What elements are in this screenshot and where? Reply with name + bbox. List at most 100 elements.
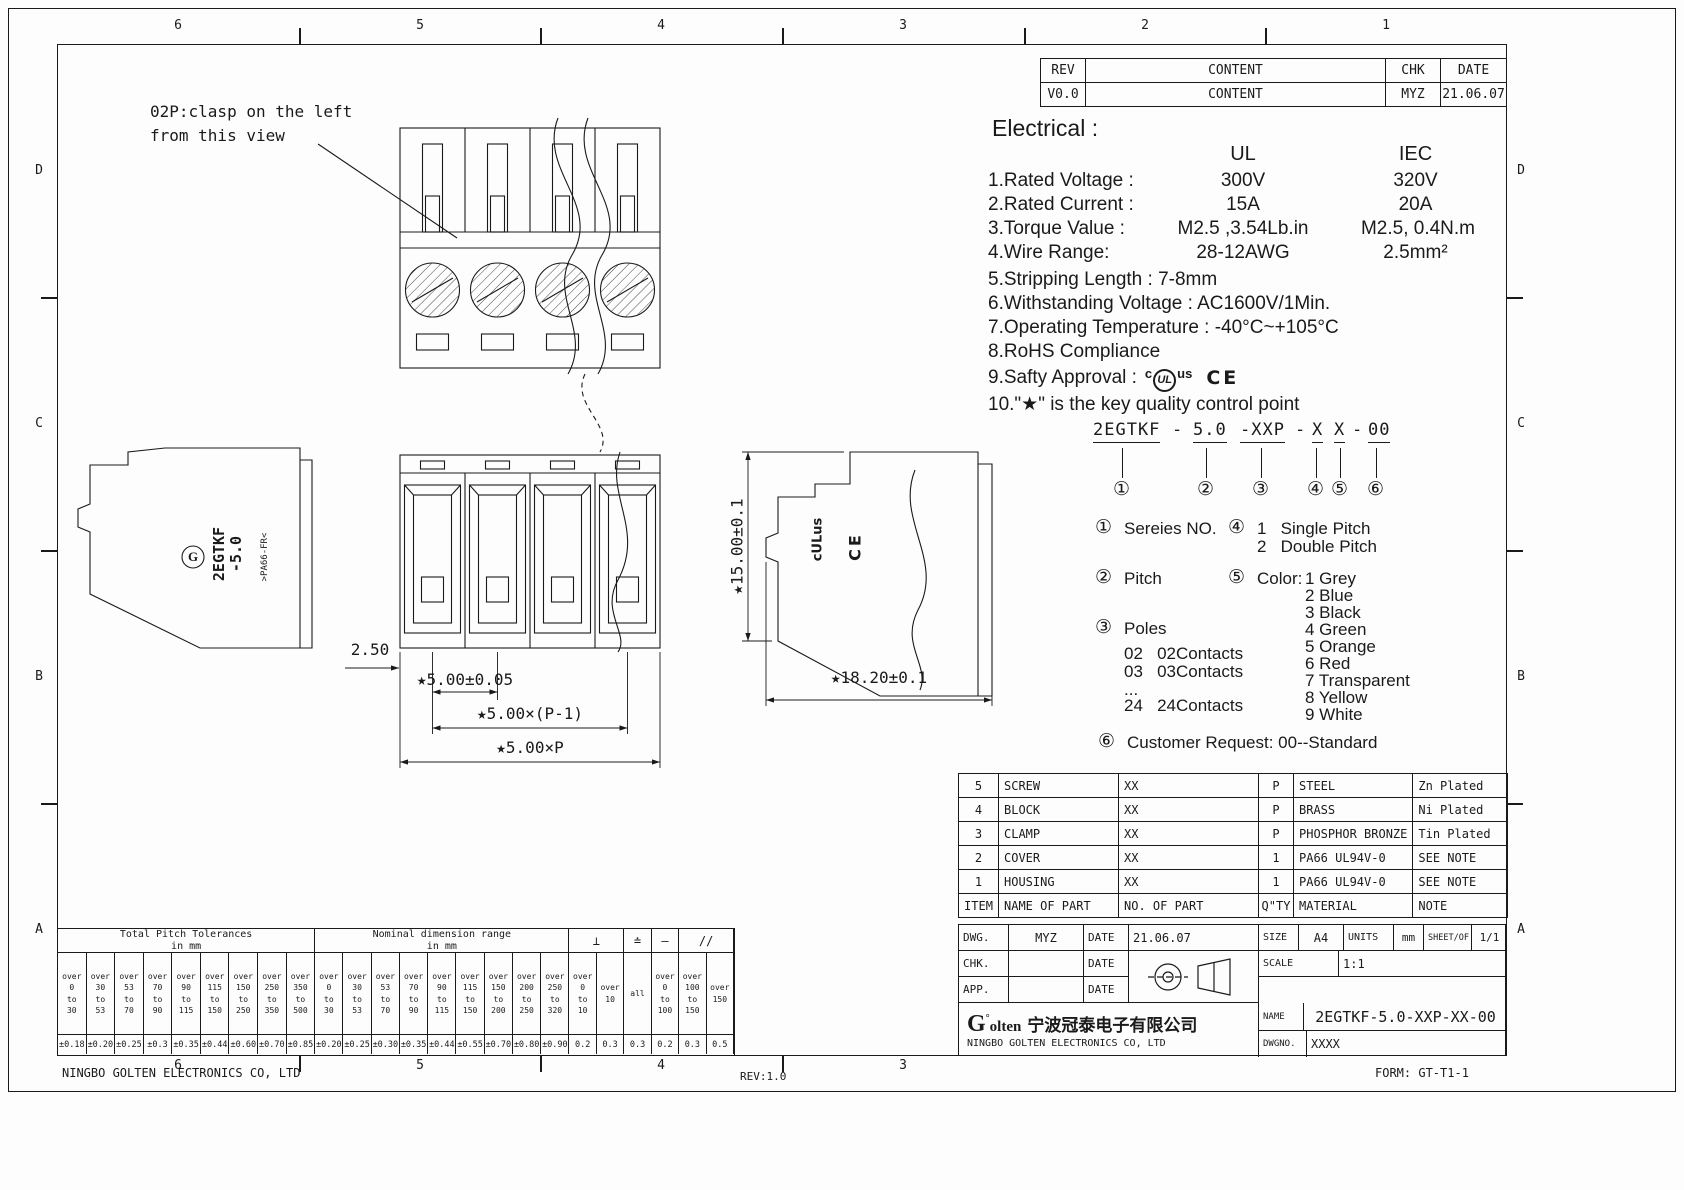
ruler-col: 6 [174,18,182,33]
ce-mark-icon: CE [845,532,865,561]
geo-range: over 0 to 10 [569,953,597,1035]
column-header-ul: UL [1230,143,1256,165]
view-plug-top [399,117,661,375]
company-line: G°olten 宁波冠泰电子有限公司 [967,1011,1197,1038]
legend-poles-item: 03 03Contacts [1124,662,1244,681]
code-marker-6: ⑥ [1367,479,1385,500]
frame-tick [540,28,542,44]
code-color: X [1334,420,1346,443]
code-dash: - [1172,420,1184,440]
pitch-range: over 30 to 53 [86,953,116,1035]
geo-range: all [624,953,652,1035]
legend-color-item: 7 Transparent [1305,671,1410,690]
name-value: 2EGTKF-5.0-XXP-XX-00 [1304,1003,1507,1031]
geo-value: 0.2 [652,1035,680,1054]
nominal-range: over 0 to 30 [315,953,344,1035]
clasp-note-line2: from this view [150,126,285,145]
ruler-col: 4 [657,18,665,33]
part-material: STEEL [1292,773,1414,798]
dim-height-label: ★15.00±0.1 [727,498,747,595]
ruler-col-bottom: 6 [174,1058,182,1073]
geo-range: over 0 to 100 [651,953,680,1035]
nominal-value: ±0.90 [541,1035,570,1054]
units-value: mm [1394,925,1424,951]
nominal-value: ±0.25 [343,1035,372,1054]
dim-pitch-label: ★5.00±0.05 [416,670,514,689]
flatness-icon: ≐ [624,929,652,953]
ruler-col-bottom: 5 [416,1058,424,1073]
nominal-range: over 200 to 250 [512,953,542,1035]
part-note: SEE NOTE [1412,869,1509,894]
pitch-range: over 90 to 115 [172,953,201,1035]
pitch-range: over 53 to 70 [115,953,144,1035]
geo-value: 0.3 [624,1035,652,1054]
ruler-row: D [35,163,43,178]
size-label: SIZE [1259,925,1299,951]
frame-tick [1507,803,1523,805]
company-block: G°olten 宁波冠泰电子有限公司 NINGBO GOLTEN ELECTRO… [959,1003,1259,1057]
ruler-col: 2 [1141,18,1149,33]
side-part-label-line1: 2EGTKF [210,526,228,582]
pitch-value: ±0.3 [144,1035,173,1054]
legend-poles-item: 02 02Contacts [1124,644,1244,663]
part-qty: P [1258,821,1294,846]
nominal-range: over 53 to 70 [371,953,400,1035]
app-date-label: DATE [1084,977,1129,1003]
part-item: 2 [958,845,999,870]
frame-tick [41,803,57,805]
legend-color-item: 4 Green [1305,620,1367,639]
legend-color-label: Color: [1257,569,1303,588]
spec-iec-value: 2.5mm² [1383,242,1448,263]
frame-tick [41,297,57,299]
part-qty: P [1258,797,1294,822]
part-note: Tin Plated [1412,821,1509,846]
pitch-range: over 150 to 250 [229,953,259,1035]
revision-header-row: REV CONTENT CHK DATE [1040,58,1507,83]
scale-label: SCALE [1259,951,1339,977]
nominal-value: ±0.30 [372,1035,400,1054]
spec-iec-value: 320V [1393,170,1438,191]
code-marker-2: ② [1197,479,1215,500]
revision-table: REV CONTENT CHK DATE V0.0 CONTENT MYZ 21… [1040,58,1507,107]
chk-label: CHK. [959,951,1009,977]
parts-header-note: NOTE [1412,893,1509,918]
pitch-value: ±0.18 [58,1035,87,1054]
projection-symbol-icon [1147,957,1231,996]
parts-table: 5 SCREW XX P STEEL Zn Plated 4 BLOCK XX … [958,773,1509,918]
spec-ul-value: M2.5 ,3.54Lb.in [1177,218,1309,239]
parts-header-qty: Q"TY [1258,893,1294,918]
frame-tick [1507,550,1523,552]
geo-value: 0.3 [679,1035,707,1054]
code-pitch: 5.0 [1193,420,1227,443]
frame-tick [540,1056,542,1072]
pitch-value: ±0.60 [229,1035,259,1054]
dwg-date-label: DATE [1084,925,1129,951]
code-marker-5: ⑤ [1331,479,1349,500]
nominal-range: over 250 to 320 [541,953,570,1035]
legend-marker-4: ④ [1228,517,1246,538]
code-marker-1: ① [1113,479,1131,500]
size-value: A4 [1299,925,1344,951]
part-qty: P [1258,773,1294,798]
chk-date-label: DATE [1084,951,1129,977]
part-note: Zn Plated [1412,773,1509,798]
pitch-value: ±0.85 [287,1035,316,1054]
pitch-value: ±0.20 [87,1035,116,1054]
spec-label: 4.Wire Range: [988,242,1110,263]
pitch-range: over 250 to 350 [258,953,287,1035]
part-name: SCREW [998,773,1119,798]
ce-icon: CE [1206,367,1240,390]
nominal-value: ±0.35 [400,1035,429,1054]
revision-date: 21.06.07 [1440,82,1507,107]
code-leader-line [1122,448,1124,478]
nominal-value: ±0.55 [456,1035,485,1054]
pitch-range: over 0 to 30 [58,953,87,1035]
legend-color-item: 9 White [1305,705,1363,724]
part-name: BLOCK [998,797,1119,822]
code-leader-line [1316,448,1318,478]
ruler-col: 5 [416,18,424,33]
pitch-value: ±0.44 [201,1035,230,1054]
